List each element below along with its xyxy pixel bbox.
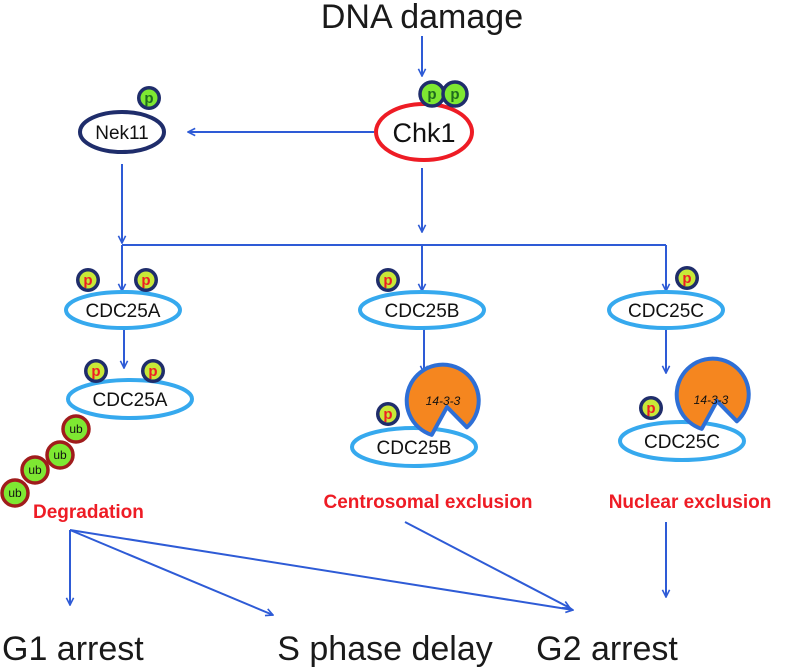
nek11-label: Nek11 bbox=[95, 123, 149, 144]
cdc25a-top-node: CDC25A p p bbox=[64, 268, 182, 330]
ubiquitin-badge: ub bbox=[45, 440, 75, 470]
cdc25a-bottom-node: CDC25A p p bbox=[66, 359, 194, 420]
cdc25a-top-ellipse bbox=[64, 290, 182, 330]
cdc25c-top-ellipse bbox=[607, 290, 725, 330]
nek11-ellipse bbox=[78, 110, 166, 154]
cdc25c-bottom-node: CDC25C p 14-3-3 bbox=[618, 356, 751, 462]
svg-text:p: p bbox=[383, 406, 392, 423]
svg-text:p: p bbox=[83, 272, 92, 289]
cdc25c-top-node: CDC25C p bbox=[607, 266, 725, 330]
phospho-badge: p bbox=[76, 268, 100, 292]
arrows bbox=[70, 36, 666, 615]
svg-text:ub: ub bbox=[8, 486, 22, 500]
cdc25c-top-label: CDC25C bbox=[628, 301, 704, 322]
cdc25c-bottom-ellipse bbox=[618, 420, 746, 462]
chk1-label: Chk1 bbox=[392, 118, 455, 148]
ubiquitin-chain: ub ub ub ub bbox=[0, 414, 91, 508]
fate-degradation: Degradation bbox=[33, 502, 144, 523]
phospho-badge: p bbox=[675, 266, 699, 290]
outcome-g2-arrest: G2 arrest bbox=[536, 630, 678, 668]
cdc25b-bottom-node: CDC25B p 14-3-3 bbox=[350, 362, 481, 468]
cdc25c-bottom-label: CDC25C bbox=[644, 432, 720, 453]
nek11-node: Nek11 p bbox=[78, 86, 166, 154]
svg-text:p: p bbox=[141, 272, 150, 289]
fate-centrosomal-exclusion: Centrosomal exclusion bbox=[323, 492, 532, 513]
arrow-degradation-to-g2 bbox=[69, 529, 573, 610]
protein-14-3-3: 14-3-3 bbox=[404, 362, 481, 437]
phospho-badge: p bbox=[84, 359, 108, 383]
phospho-badge: p bbox=[134, 268, 158, 292]
svg-text:p: p bbox=[91, 363, 100, 380]
phospho-badge: p bbox=[418, 80, 446, 108]
svg-text:ub: ub bbox=[28, 463, 42, 477]
cdc25a-bottom-ellipse bbox=[66, 378, 194, 420]
cdc25b-top-node: CDC25B p bbox=[358, 268, 486, 330]
cdc25a-top-label: CDC25A bbox=[86, 301, 161, 322]
svg-text:p: p bbox=[682, 270, 691, 287]
ubiquitin-badge: ub bbox=[20, 455, 50, 485]
svg-text:p: p bbox=[148, 363, 157, 380]
svg-text:ub: ub bbox=[69, 422, 83, 436]
phospho-badge: p bbox=[441, 80, 469, 108]
phospho-badge: p bbox=[639, 396, 663, 420]
phospho-badge: p bbox=[137, 86, 161, 110]
svg-text:14-3-3: 14-3-3 bbox=[694, 393, 729, 407]
phospho-badge: p bbox=[376, 268, 400, 292]
svg-text:p: p bbox=[144, 90, 153, 107]
trigger-label: DNA damage bbox=[321, 0, 523, 36]
svg-text:p: p bbox=[427, 86, 436, 103]
cdc25b-bottom-label: CDC25B bbox=[377, 438, 452, 459]
svg-text:p: p bbox=[383, 272, 392, 289]
fate-nuclear-exclusion: Nuclear exclusion bbox=[609, 492, 772, 513]
svg-text:ub: ub bbox=[53, 448, 67, 462]
chk1-node: Chk1 p p bbox=[374, 80, 474, 162]
phospho-badge: p bbox=[141, 359, 165, 383]
outcome-g1-arrest: G1 arrest bbox=[2, 630, 144, 668]
svg-text:p: p bbox=[450, 86, 459, 103]
cdc25b-bottom-ellipse bbox=[350, 426, 478, 468]
phospho-badge: p bbox=[376, 402, 400, 426]
svg-text:p: p bbox=[646, 400, 655, 417]
svg-text:14-3-3: 14-3-3 bbox=[426, 394, 461, 408]
arrow-degradation-to-s bbox=[69, 529, 273, 615]
outcome-s-phase-delay: S phase delay bbox=[277, 630, 493, 668]
cdc25b-top-ellipse bbox=[358, 290, 486, 330]
arrow-centrosomal-to-g2 bbox=[404, 521, 570, 609]
ubiquitin-badge: ub bbox=[0, 478, 30, 508]
cdc25a-bottom-label: CDC25A bbox=[93, 390, 168, 411]
protein-14-3-3: 14-3-3 bbox=[674, 356, 751, 431]
ubiquitin-badge: ub bbox=[61, 414, 91, 444]
cdc25b-top-label: CDC25B bbox=[385, 301, 460, 322]
